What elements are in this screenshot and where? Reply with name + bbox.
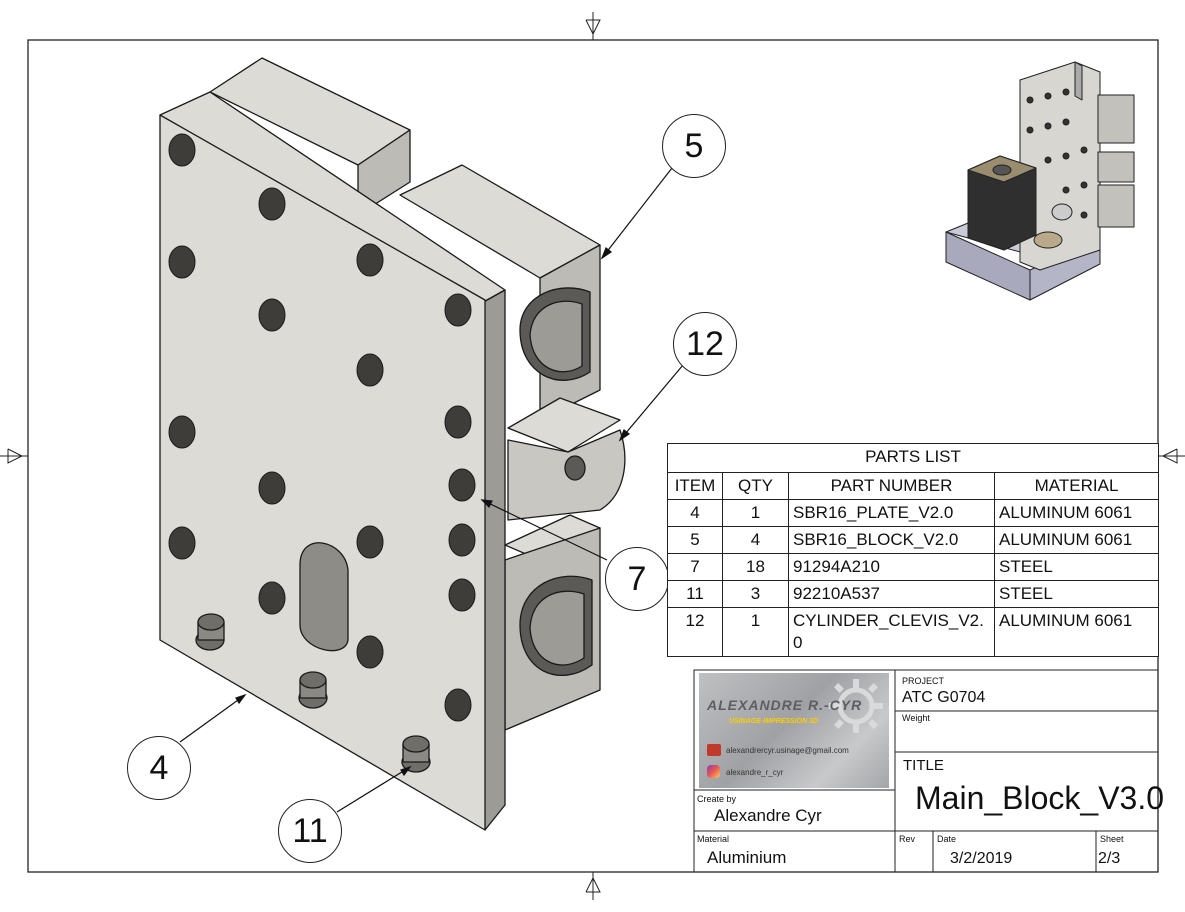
date-label: Date	[937, 834, 957, 844]
rev-label: Rev	[899, 834, 916, 844]
callout-item-5: 5	[662, 114, 726, 178]
callout-item-7: 7	[605, 547, 669, 611]
cell-item: 5	[667, 526, 723, 554]
callout-item-12: 12	[673, 312, 737, 376]
clevis-hole	[564, 455, 586, 481]
sheet-label: Sheet	[1100, 834, 1124, 844]
mail-icon	[707, 744, 721, 756]
cell-part-number: 91294A210	[788, 553, 995, 581]
logo-email: alexandrercyr.usinage@gmail.com	[726, 746, 849, 755]
main-isometric-view	[159, 57, 626, 831]
countersunk-screws	[168, 133, 476, 722]
table-row: 7 18 91294A210 STEEL	[667, 553, 1160, 581]
cell-qty: 18	[722, 553, 789, 581]
sheet-value: 2/3	[1098, 850, 1121, 867]
material-label: Material	[697, 834, 730, 844]
cell-qty: 1	[722, 607, 789, 657]
logo-instagram: alexandre_r_cyr	[726, 768, 784, 777]
parts-list-table: PARTS LIST ITEM QTY PART NUMBER MATERIAL…	[666, 443, 1160, 657]
cell-item: 12	[667, 607, 723, 657]
cell-material: ALUMINUM 6061	[993, 607, 1160, 657]
cell-part-number: CYLINDER_CLEVIS_V2.0	[788, 607, 995, 657]
project-value: ATC G0704	[902, 689, 986, 706]
logo-company-name: ALEXANDRE R.-CYR	[707, 697, 863, 713]
cell-material: ALUMINUM 6061	[993, 526, 1160, 554]
header-item: ITEM	[667, 472, 723, 500]
callout-item-11: 11	[278, 799, 342, 863]
plate-face	[159, 114, 486, 831]
instagram-icon	[707, 765, 720, 778]
project-label: PROJECT	[902, 676, 945, 686]
gear-icon	[829, 679, 883, 733]
title-label: TITLE	[903, 757, 944, 774]
date-value: 3/2/2019	[950, 850, 1013, 867]
parts-list-header: ITEM QTY PART NUMBER MATERIAL	[667, 472, 1160, 500]
centering-marks	[0, 12, 1185, 900]
cell-part-number: SBR16_PLATE_V2.0	[788, 499, 995, 527]
material-value: Aluminium	[707, 848, 787, 867]
created-by-label: Create by	[697, 794, 737, 804]
created-by-value: Alexandre Cyr	[714, 806, 822, 825]
parts-list-title: PARTS LIST	[666, 443, 1160, 473]
header-part-number: PART NUMBER	[788, 472, 995, 500]
leader-lines	[179, 167, 684, 813]
assembly-thumbnail	[945, 61, 1135, 301]
logo-tagline: USINAGE-IMPRESSION 3D	[729, 718, 819, 725]
drawing-title: Main_Block_V3.0	[915, 780, 1165, 816]
cell-material: ALUMINUM 6061	[993, 499, 1160, 527]
cell-material: STEEL	[993, 553, 1160, 581]
plate-slot	[299, 542, 349, 652]
table-row: 12 1 CYLINDER_CLEVIS_V2.0 ALUMINUM 6061	[667, 607, 1160, 657]
table-row: 4 1 SBR16_PLATE_V2.0 ALUMINUM 6061	[667, 499, 1160, 527]
cell-part-number: 92210A537	[788, 580, 995, 608]
clevis-top	[507, 397, 621, 453]
weight-label: Weight	[902, 713, 930, 723]
company-logo: ALEXANDRE R.-CYR USINAGE-IMPRESSION 3D a…	[699, 673, 889, 788]
callout-item-4: 4	[127, 736, 191, 800]
grub-screws	[195, 613, 431, 773]
header-qty: QTY	[722, 472, 789, 500]
